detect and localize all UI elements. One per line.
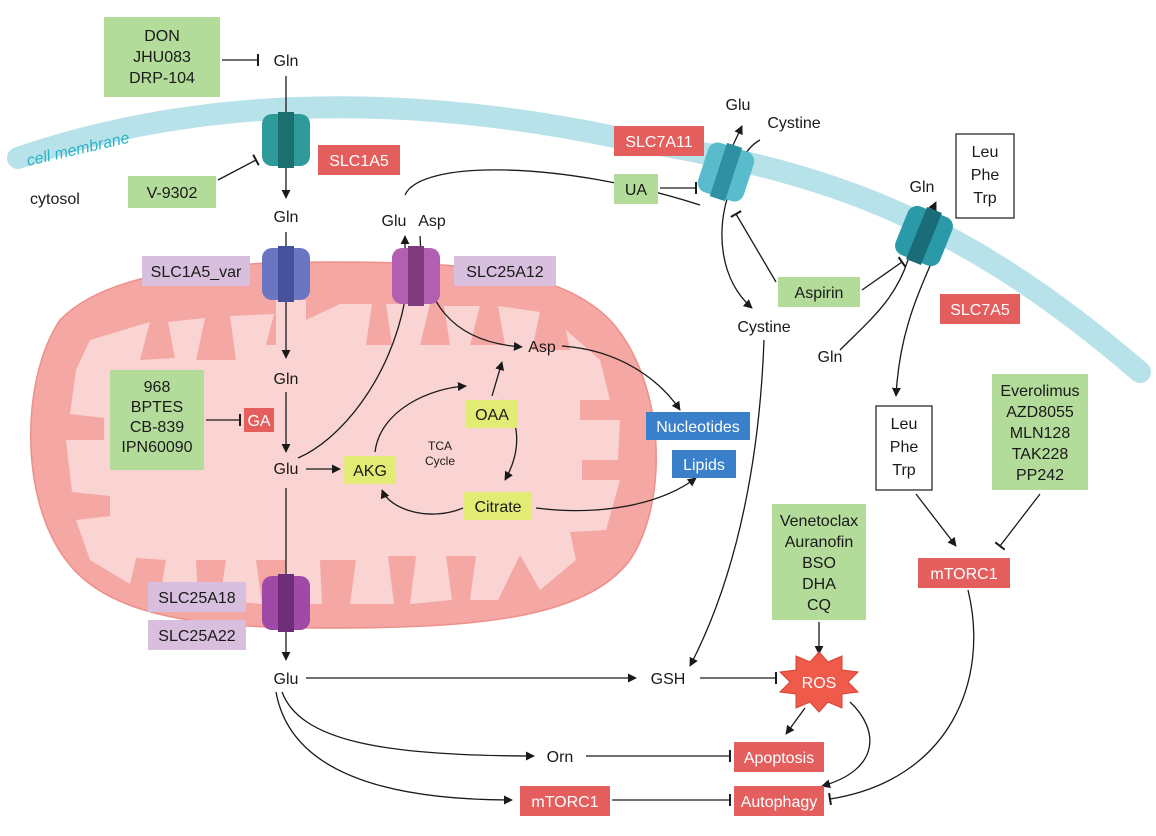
oaa-box bbox=[466, 400, 518, 428]
slc25a12-box bbox=[454, 256, 556, 286]
autophagy-label: Autophagy bbox=[741, 794, 818, 811]
v9302-label: V-9302 bbox=[147, 185, 198, 202]
akg-label: AKG bbox=[353, 463, 387, 480]
aa-outside-trp: Trp bbox=[973, 190, 997, 207]
autophagy-box bbox=[734, 786, 824, 816]
slc25a22-box bbox=[148, 620, 246, 650]
aa-inside-trp: Trp bbox=[892, 462, 916, 479]
mitochondrion bbox=[29, 261, 657, 629]
citrate-box bbox=[464, 492, 532, 520]
don-label: DON bbox=[144, 28, 180, 45]
ua-box bbox=[614, 174, 658, 204]
slc7a5-channel bbox=[895, 205, 953, 267]
jhu083-label: JHU083 bbox=[133, 49, 191, 66]
ga-inhibitor-ipn60090: IPN60090 bbox=[121, 439, 192, 456]
aspirin-label: Aspirin bbox=[795, 285, 844, 302]
slc25a18-box bbox=[148, 582, 246, 612]
lipids-label: Lipids bbox=[683, 457, 725, 474]
gln-extracellular: Gln bbox=[274, 53, 299, 70]
ga-inhibitor-968: 968 bbox=[144, 379, 171, 396]
ua-label: UA bbox=[625, 182, 648, 199]
glu-exported: Glu bbox=[382, 213, 407, 230]
apoptosis-box bbox=[734, 742, 824, 772]
slc25a18-channel bbox=[262, 574, 310, 632]
lat1-substrates-inside-box bbox=[875, 405, 933, 491]
mtorc1-right-label: mTORC1 bbox=[930, 566, 997, 583]
v9302-box bbox=[128, 176, 216, 208]
slc7a5-label: SLC7A5 bbox=[950, 302, 1010, 319]
cystine-extracellular: Cystine bbox=[767, 115, 820, 132]
aa-inside-leu: Leu bbox=[891, 416, 918, 433]
glu-extracellular: Glu bbox=[726, 97, 751, 114]
tca-cycle-label-1: TCA bbox=[428, 439, 452, 453]
ros-inducer-venetoclax: Venetoclax bbox=[780, 513, 858, 530]
akg-box bbox=[344, 456, 396, 484]
mtor-inhibitor-everolimus: Everolimus bbox=[1000, 383, 1079, 400]
slc25a12-channel bbox=[392, 246, 440, 306]
drp104-label: DRP-104 bbox=[129, 70, 195, 87]
asp-cytosol: Asp bbox=[528, 339, 556, 356]
slc1a5-channel bbox=[262, 112, 310, 168]
ga-inhibitor-box bbox=[110, 370, 204, 470]
slc7a11-channel bbox=[697, 142, 755, 202]
gln-cytosol: Gln bbox=[274, 209, 299, 226]
asp-exported: Asp bbox=[418, 213, 446, 230]
gln-lat1-inside: Gln bbox=[818, 349, 843, 366]
gln-mitochondrial: Gln bbox=[274, 371, 299, 388]
mtor-inhibitor-box bbox=[992, 374, 1088, 490]
aa-inside-phe: Phe bbox=[890, 439, 919, 456]
oaa-label: OAA bbox=[475, 407, 509, 424]
ros-inducer-box bbox=[772, 504, 866, 620]
mitochondrial-cristae bbox=[66, 300, 620, 604]
gln-lat1-outside: Gln bbox=[910, 179, 935, 196]
ga-inhibitor-bptes: BPTES bbox=[131, 399, 183, 416]
ga-label: GA bbox=[247, 413, 270, 430]
ros-inducer-dha: DHA bbox=[802, 576, 836, 593]
slc25a12-label: SLC25A12 bbox=[466, 264, 543, 281]
mtor-inhibitor-tak228: TAK228 bbox=[1012, 446, 1069, 463]
ga-inhibitor-cb839: CB-839 bbox=[130, 419, 184, 436]
don-box bbox=[104, 17, 220, 97]
slc1a5-var-box bbox=[142, 256, 250, 286]
aa-outside-leu: Leu bbox=[972, 144, 999, 161]
ros-label: ROS bbox=[802, 675, 837, 692]
aa-outside-phe: Phe bbox=[971, 167, 1000, 184]
mtorc1-bottom-label: mTORC1 bbox=[531, 794, 598, 811]
mtorc1-right-box bbox=[918, 558, 1010, 588]
nucleotides-label: Nucleotides bbox=[656, 419, 740, 436]
ros-inducer-bso: BSO bbox=[802, 555, 836, 572]
apoptosis-label: Apoptosis bbox=[744, 750, 814, 767]
tca-cycle-label-2: Cycle bbox=[425, 454, 455, 468]
mtor-inhibitor-mln128: MLN128 bbox=[1010, 425, 1071, 442]
slc7a11-label: SLC7A11 bbox=[625, 134, 692, 151]
ros-inducer-auranofin: Auranofin bbox=[785, 534, 854, 551]
citrate-label: Citrate bbox=[474, 499, 521, 516]
cytosol-label: cytosol bbox=[30, 191, 80, 208]
slc7a11-box bbox=[614, 126, 704, 156]
glu-cytosol: Glu bbox=[274, 671, 299, 688]
orn-label: Orn bbox=[547, 749, 574, 766]
gsh-label: GSH bbox=[651, 671, 686, 688]
lipids-box bbox=[672, 450, 736, 478]
slc25a22-label: SLC25A22 bbox=[158, 628, 235, 645]
slc1a5-label: SLC1A5 bbox=[329, 153, 389, 170]
ros-burst-shape bbox=[778, 651, 860, 713]
ga-box bbox=[244, 408, 274, 432]
ros-inducer-cq: CQ bbox=[807, 597, 831, 614]
slc7a5-box bbox=[940, 294, 1020, 324]
slc1a5-box bbox=[318, 145, 400, 175]
nucleotides-box bbox=[646, 412, 750, 440]
slc1a5-var-channel bbox=[262, 246, 310, 302]
slc1a5-var-label: SLC1A5_var bbox=[151, 264, 242, 281]
slc25a18-label: SLC25A18 bbox=[158, 590, 235, 607]
mtor-inhibitor-azd8055: AZD8055 bbox=[1006, 404, 1074, 421]
aspirin-box bbox=[778, 277, 860, 307]
lat1-substrates-outside-box bbox=[955, 133, 1015, 219]
glu-mitochondrial: Glu bbox=[274, 461, 299, 478]
mtor-inhibitor-pp242: PP242 bbox=[1016, 467, 1064, 484]
mtorc1-bottom-box bbox=[520, 786, 610, 816]
cystine-intracellular: Cystine bbox=[737, 319, 790, 336]
